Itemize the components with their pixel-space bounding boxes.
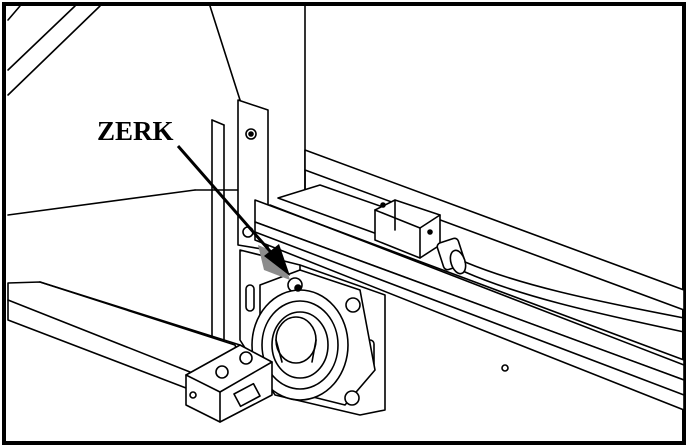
bracket-clamp: [233, 382, 261, 408]
slide-rail-edge: [254, 231, 685, 396]
arrowhead: [264, 244, 290, 276]
sensor-edge: [419, 214, 441, 229]
bracket-bolt: [239, 351, 253, 365]
sensor-cable: [464, 261, 685, 319]
flange-slot: [245, 284, 255, 312]
sensor-screw: [427, 229, 433, 235]
lower-frame-edge: [7, 299, 191, 373]
bracket-edge: [185, 374, 221, 393]
sensor-cable: [464, 271, 685, 333]
callout-arrow: [176, 145, 290, 276]
leader-line: [176, 145, 278, 259]
zerk-fitting: [294, 284, 302, 292]
flange-bolt: [345, 297, 361, 313]
frame-post-line: [211, 119, 225, 126]
slide-rail-edge: [269, 204, 685, 366]
hopper-edge-line: [7, 5, 101, 96]
side-frame-rail: [304, 149, 685, 311]
flange-bolt: [344, 390, 360, 406]
plate-bolt: [245, 128, 257, 140]
bracket-hole: [189, 391, 197, 399]
bracket-bolt: [215, 365, 229, 379]
shaft-edge: [275, 339, 317, 363]
sensor-edge: [374, 209, 421, 229]
machine-drawing: [7, 5, 685, 423]
cable-connector-ring: [449, 249, 467, 275]
panel-edge-line: [209, 5, 241, 101]
rail-pin: [501, 364, 509, 372]
shaft-end: [275, 316, 317, 364]
lower-frame-edge: [39, 281, 241, 346]
hopper-edge-line: [7, 5, 21, 21]
bracket-edge: [219, 361, 273, 393]
hopper-bottom-line: [7, 189, 196, 216]
plate-bolt-center: [248, 131, 254, 137]
hopper-edge-line: [7, 5, 76, 71]
sensor-screw: [380, 202, 386, 208]
bracket-block: [185, 344, 273, 423]
zerk-label: ZERK: [97, 116, 174, 146]
